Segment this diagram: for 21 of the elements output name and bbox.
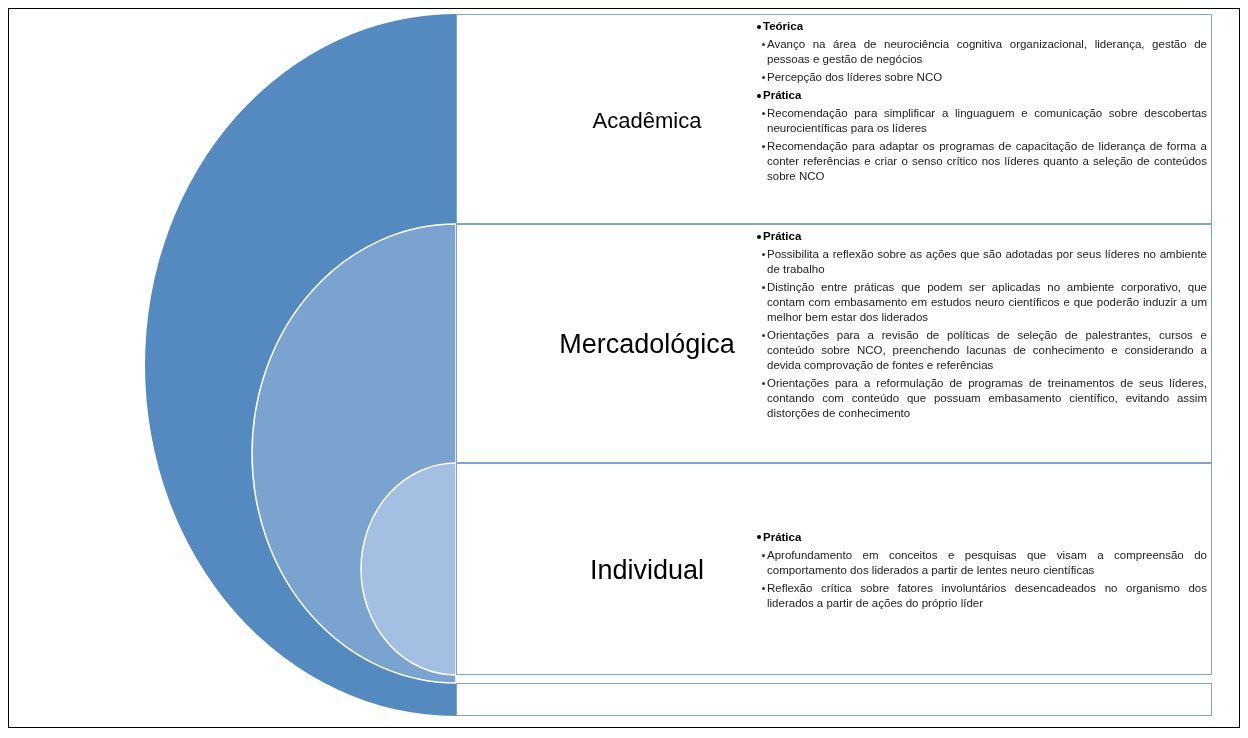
bullet-text: Orientações para a revisão de políticas de seleção de palestrantes, cursos e conteúdo sobre NCO, preenchendo lacunas de conhecimento e considerando a devida comprovação de fontes e referências xyxy=(767,328,1207,373)
bullet-text: Orientações para a reformulação de programas de treinamentos de seus líderes, contando com conteúdo que possuam embasamento científico, evitando assim distorções de conhecimento xyxy=(767,376,1207,421)
content-box xyxy=(456,14,1212,224)
bullet-text: Possibilita a reflexão sobre as ações que são adotadas por seus líderes no ambiente de trabalho xyxy=(767,247,1207,277)
bullet-text: Recomendação para adaptar os programas de capacitação de liderança de forma a conter referências e criar o senso crítico nos líderes quanto a seleção de conteúdos sobre NCO xyxy=(767,139,1207,184)
bullet-text: Distinção entre práticas que podem ser aplicadas no ambiente corporativo, que contam com embasamento em estudos neuro científicos e que poderão induzir a um melhor bem estar dos liderados xyxy=(767,280,1207,325)
category-title: Individual xyxy=(588,553,706,587)
empty-box xyxy=(456,683,1212,716)
category-title: Acadêmica xyxy=(591,106,703,135)
subheading: Prática xyxy=(757,229,1207,244)
bullet-text: Percepção dos líderes sobre NCO xyxy=(767,70,944,85)
bullet-text: Avanço na área de neurociência cognitiva organizacional, liderança, gestão de pessoas e gestão de negócios xyxy=(767,37,1207,67)
content-box xyxy=(456,463,1212,675)
subheading: Prática xyxy=(757,529,1207,545)
bullet-text: Aprofundamento em conceitos e pesquisas que visam a compreensão do comportamento dos liderados a partir de lentes neuro científicas xyxy=(767,547,1207,578)
subheading: Prática xyxy=(757,88,1207,103)
bullet-text: Reflexão crítica sobre fatores involuntários desencadeados no organismo dos liderados a partir de ações do próprio líder xyxy=(767,580,1207,611)
subheading: Teórica xyxy=(757,19,1207,34)
category-title: Mercadológica xyxy=(558,328,736,362)
content-box xyxy=(456,224,1212,463)
bullet-text: Recomendação para simplificar a linguaguem e comunicação sobre descobertas neurocientíficas para os líderes xyxy=(767,106,1207,136)
